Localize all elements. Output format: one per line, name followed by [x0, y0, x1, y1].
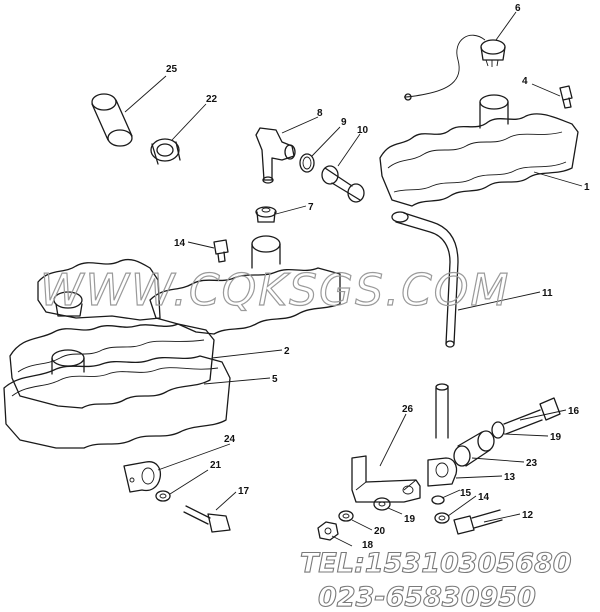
callout-14-upper: 14	[174, 238, 186, 249]
callout-2: 2	[284, 346, 290, 357]
part-23-sleeve	[453, 430, 495, 467]
part-15-washer	[431, 495, 445, 505]
part-13-clamp	[427, 457, 458, 487]
watermark-text: WWW.CQKSGS.COM	[40, 265, 510, 316]
part-14-washer	[434, 512, 450, 524]
callout-26: 26	[402, 404, 414, 415]
contact-phone-2: 023-65830950	[318, 582, 536, 612]
callout-8: 8	[317, 108, 323, 119]
callout-4: 4	[522, 76, 528, 87]
callout-22: 22	[206, 94, 218, 105]
callout-17: 17	[238, 486, 250, 497]
callout-7: 7	[308, 202, 314, 213]
callout-16: 16	[568, 406, 580, 417]
part-4-bolt	[559, 85, 573, 109]
part-20-washer	[338, 510, 354, 522]
part-2-valve-cover	[9, 235, 341, 409]
part-10-tube	[321, 165, 365, 203]
callout-9: 9	[341, 117, 347, 128]
part-8-elbow	[255, 127, 296, 184]
part-26-bracket	[351, 455, 421, 503]
part-14-bolt-upper	[213, 239, 229, 263]
part-7-plug	[255, 206, 277, 223]
part-12-bolt	[453, 509, 503, 535]
callout-1: 1	[584, 182, 590, 193]
callout-11: 11	[542, 288, 553, 299]
callout-14-lower: 14	[478, 492, 490, 503]
part-21-washer	[155, 490, 171, 502]
callout-19-right: 19	[550, 432, 562, 443]
part-11-hose	[391, 211, 459, 439]
callout-5: 5	[272, 374, 278, 385]
part-17-bolt	[183, 505, 231, 533]
part-9-oring	[299, 153, 315, 173]
callout-labels: 25 22 8 9 10 6 4 1 7 14 11 2 5 16 19 23 …	[166, 3, 590, 551]
callout-13: 13	[504, 472, 516, 483]
part-24-clamp	[123, 461, 162, 493]
callout-6: 6	[515, 3, 521, 14]
callout-12: 12	[522, 510, 534, 521]
part-18-nut	[317, 521, 339, 541]
callout-21: 21	[210, 460, 222, 471]
part-6-filler-cap	[403, 34, 506, 101]
callout-15: 15	[460, 488, 472, 499]
callout-20: 20	[374, 526, 386, 537]
callout-25: 25	[166, 64, 178, 75]
part-19-washer-lower	[373, 497, 391, 511]
callout-19-lower: 19	[404, 514, 416, 525]
callout-24: 24	[224, 434, 236, 445]
contact-phone: TEL:15310305680	[300, 548, 572, 579]
part-22-clamp	[150, 138, 181, 165]
part-25-sleeve	[91, 93, 133, 147]
part-1-valve-cover	[379, 94, 579, 207]
callout-18: 18	[362, 540, 374, 551]
callout-10: 10	[357, 125, 369, 136]
callout-23: 23	[526, 458, 538, 469]
leader-lines	[124, 11, 583, 547]
part-5-gasket	[3, 355, 231, 449]
